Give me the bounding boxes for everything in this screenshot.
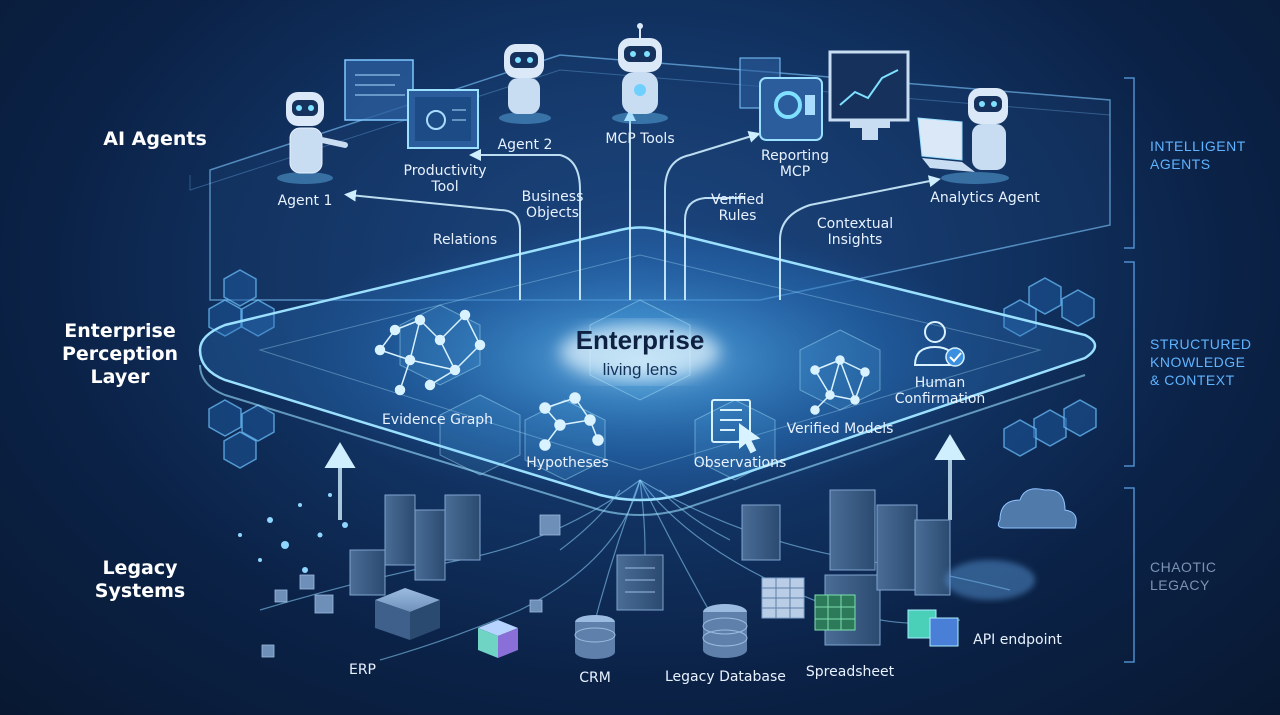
center-server bbox=[616, 554, 664, 611]
label-evidence-graph: Evidence Graph bbox=[381, 412, 494, 428]
legacy-database-cylinder bbox=[702, 604, 748, 658]
agent-1-robot bbox=[277, 92, 348, 184]
tier-label-perception-layer: Enterprise Perception Layer bbox=[61, 320, 179, 388]
cloud-right-glow bbox=[945, 560, 1035, 600]
hypotheses-icon bbox=[539, 392, 604, 451]
agent-2-robot bbox=[499, 44, 551, 124]
label-analytics-agent: Analytics Agent bbox=[930, 190, 1040, 206]
label-contextual-insights: Contextual Insights bbox=[816, 216, 894, 249]
label-productivity-tool: Productivity Tool bbox=[403, 163, 487, 196]
label-agent-1: Agent 1 bbox=[277, 193, 333, 209]
side-label-structured-knowledge: STRUCTURED KNOWLEDGE & CONTEXT bbox=[1150, 336, 1252, 389]
erp-server bbox=[375, 588, 440, 640]
hexagon-cluster-right bbox=[1003, 277, 1097, 457]
database-cylinder bbox=[574, 615, 616, 659]
tier-label-legacy-systems: Legacy Systems bbox=[94, 557, 186, 602]
analytics-agent-robot bbox=[917, 88, 1009, 184]
api-endpoint-cubes bbox=[907, 609, 959, 647]
side-label-intelligent-agents: INTELLIGENT AGENTS bbox=[1150, 138, 1246, 173]
up-arrows bbox=[324, 434, 966, 520]
label-reporting-mcp: Reporting MCP bbox=[760, 148, 830, 181]
label-legacy-database: Legacy Database bbox=[665, 669, 786, 685]
label-relations: Relations bbox=[432, 232, 498, 248]
flow-lines bbox=[344, 109, 941, 300]
observations-icon bbox=[711, 399, 761, 454]
evidence-graph-icon bbox=[374, 309, 486, 396]
human-confirmation-icon bbox=[913, 321, 965, 367]
legacy-infrastructure bbox=[238, 488, 1077, 659]
small-cubes bbox=[261, 514, 561, 658]
label-agent-2: Agent 2 bbox=[497, 137, 553, 153]
right-server-rack bbox=[741, 489, 951, 596]
label-api-endpoint: API endpoint bbox=[973, 632, 1062, 648]
label-mcp-tools: MCP Tools bbox=[605, 131, 675, 147]
crm-cube bbox=[478, 620, 518, 658]
label-spreadsheet: Spreadsheet bbox=[805, 664, 895, 680]
lens-subtitle: living lens bbox=[602, 360, 678, 379]
tier-label-ai-agents: AI Agents bbox=[103, 128, 207, 150]
label-crm: CRM bbox=[579, 670, 611, 686]
label-verified-rules: Verified Rules bbox=[710, 192, 765, 225]
label-erp: ERP bbox=[348, 662, 376, 678]
analytics-monitor bbox=[828, 50, 910, 140]
agent-1-screen bbox=[344, 59, 414, 121]
lens-hex-grid bbox=[399, 299, 881, 481]
server-stack bbox=[349, 494, 481, 596]
spreadsheet-server bbox=[814, 574, 881, 646]
label-human-confirmation: Human Confirmation bbox=[894, 375, 986, 408]
label-observations: Observations bbox=[693, 455, 787, 471]
hexagon-cluster-left bbox=[208, 269, 275, 469]
verified-models-icon bbox=[810, 355, 870, 415]
label-verified-models: Verified Models bbox=[786, 421, 894, 437]
cloud-icon bbox=[997, 488, 1077, 529]
particles-left bbox=[238, 493, 348, 573]
title-glow bbox=[560, 324, 720, 380]
tier-brackets bbox=[1124, 77, 1135, 663]
lens-title: Enterprise bbox=[575, 325, 705, 355]
spreadsheet-screen bbox=[761, 577, 805, 619]
side-label-chaotic-legacy: CHAOTIC LEGACY bbox=[1150, 559, 1217, 594]
label-business-objects: Business Objects bbox=[521, 189, 584, 222]
productivity-tool-monitor bbox=[407, 89, 479, 149]
label-hypotheses: Hypotheses bbox=[526, 455, 609, 471]
mcp-tools-robot bbox=[612, 23, 668, 124]
reporting-mcp-device bbox=[739, 57, 823, 141]
